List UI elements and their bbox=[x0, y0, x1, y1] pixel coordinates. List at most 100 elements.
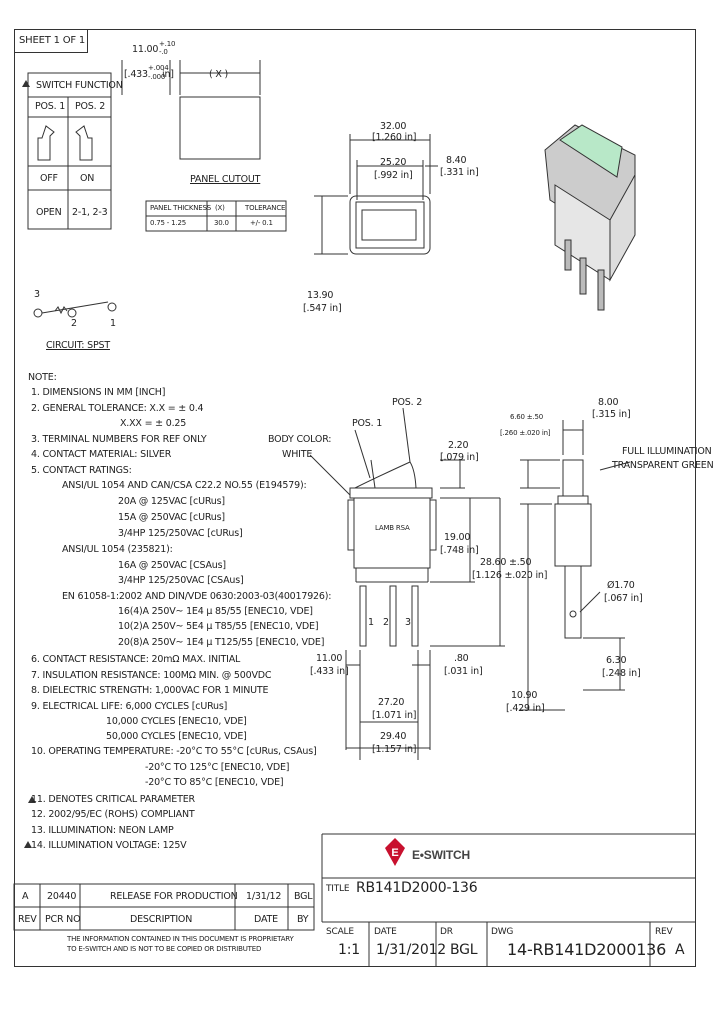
side-pin-2: 2 bbox=[383, 617, 389, 628]
note-line: 10. OPERATING TEMPERATURE: -20°C TO 55°C… bbox=[31, 746, 317, 757]
panel-thickness-value-1: 0.75 - 1.25 bbox=[150, 219, 186, 227]
side-pin-3: 3 bbox=[405, 617, 411, 628]
note-line: 5. CONTACT RATINGS: bbox=[31, 465, 132, 476]
scale-label: SCALE bbox=[326, 927, 354, 937]
rev-header-date: DATE bbox=[254, 914, 278, 925]
rev-label: REV bbox=[655, 927, 673, 937]
top-dim-13-in: [.547 in] bbox=[303, 303, 342, 314]
panel-width-in: [.433 bbox=[124, 69, 148, 80]
panel-width-in-tol-plus: +.004 bbox=[148, 64, 169, 72]
top-dim-25: 25.20 bbox=[380, 157, 407, 168]
note-line: -20°C TO 85°C [ENEC10, VDE] bbox=[145, 777, 284, 788]
note-line: 7. INSULATION RESISTANCE: 100MΩ MIN. @ 5… bbox=[31, 670, 272, 681]
side-dim-2-in: [.079 in] bbox=[440, 452, 479, 463]
circuit-terminal-2: 2 bbox=[71, 318, 77, 329]
panel-thickness-value-3: +/- 0.1 bbox=[250, 219, 273, 227]
switch-3d-render bbox=[544, 124, 636, 311]
end-dim-6-3: 6.30 bbox=[606, 655, 627, 666]
side-pos1: POS. 1 bbox=[352, 418, 383, 429]
rev-row-date: 1/31/12 bbox=[246, 891, 282, 902]
side-dim-27: 27.20 bbox=[378, 697, 405, 708]
side-pin-1: 1 bbox=[368, 617, 374, 628]
scale-value: 1:1 bbox=[338, 942, 360, 958]
note-line: EN 61058-1:2002 AND DIN/VDE 0630:2003-03… bbox=[62, 591, 332, 602]
note-line: 3. TERMINAL NUMBERS FOR REF ONLY bbox=[31, 434, 207, 445]
title-value: RB141D2000-136 bbox=[356, 880, 478, 896]
side-dim-27-in: [1.071 in] bbox=[372, 710, 417, 721]
switch-function-off: OFF bbox=[40, 173, 58, 184]
side-dim-28: 28.60 ±.50 bbox=[480, 557, 532, 568]
note-line: 12. 2002/95/EC (ROHS) COMPLIANT bbox=[31, 809, 195, 820]
switch-function-open: OPEN bbox=[36, 207, 62, 218]
end-dim-8: 8.00 bbox=[598, 397, 619, 408]
panel-width-in-tol-minus: -.000 bbox=[148, 73, 166, 81]
note-line: 16A @ 250VAC [CSAus] bbox=[118, 560, 226, 571]
rev-row-rev: A bbox=[22, 891, 29, 902]
note-line: 20(8)A 250V~ 1E4 μ T125/55 [ENEC10, VDE] bbox=[118, 637, 325, 648]
date-label: DATE bbox=[374, 927, 397, 937]
confidential-line-2: TO E-SWITCH AND IS NOT TO BE COPIED OR D… bbox=[67, 945, 262, 953]
note-line: 11. DENOTES CRITICAL PARAMETER bbox=[31, 794, 195, 805]
panel-width-in-suffix: in] bbox=[162, 69, 174, 80]
top-dim-13: 13.90 bbox=[307, 290, 334, 301]
top-dim-32-in: [1.260 in] bbox=[372, 132, 417, 143]
notes-title: NOTE: bbox=[28, 372, 57, 383]
rev-row-desc: RELEASE FOR PRODUCTION bbox=[110, 891, 238, 902]
dr-value: BGL bbox=[450, 942, 478, 958]
end-dim-8-in: [.315 in] bbox=[592, 409, 631, 420]
rev-row-pcr: 20440 bbox=[47, 891, 77, 902]
note-line: 4. CONTACT MATERIAL: SILVER bbox=[31, 449, 172, 460]
switch-function-title: SWITCH FUNCTION bbox=[36, 80, 123, 91]
top-dim-32: 32.00 bbox=[380, 121, 407, 132]
side-dim-19-in: [.748 in] bbox=[440, 545, 479, 556]
top-dim-8-in: [.331 in] bbox=[440, 167, 479, 178]
note-line: 2. GENERAL TOLERANCE: X.X = ± 0.4 bbox=[31, 403, 204, 414]
top-dim-25-in: [.992 in] bbox=[374, 170, 413, 181]
note-line: 1. DIMENSIONS IN MM [INCH] bbox=[31, 387, 166, 398]
end-dim-dia-in: [.067 in] bbox=[604, 593, 643, 604]
circuit-terminal-1: 1 bbox=[110, 318, 116, 329]
side-dim-11: 11.00 bbox=[316, 653, 343, 664]
note-line: X.XX = ± 0.25 bbox=[120, 418, 187, 429]
side-housing-text: LAMB RSA bbox=[375, 524, 410, 532]
switch-function-pos2: POS. 2 bbox=[75, 101, 106, 112]
drawing-sheet bbox=[14, 29, 696, 967]
dwg-value: 14-RB141D2000136 bbox=[507, 940, 667, 959]
circuit-terminal-3: 3 bbox=[34, 289, 40, 300]
side-dim-29: 29.40 bbox=[380, 731, 407, 742]
note-line: -20°C TO 125°C [ENEC10, VDE] bbox=[145, 762, 290, 773]
end-dim-dia: Ø1.70 bbox=[607, 580, 635, 591]
circuit-label: CIRCUIT: SPST bbox=[46, 340, 110, 351]
panel-width-tol-minus: -.0 bbox=[159, 48, 168, 56]
note-line: 16(4)A 250V~ 1E4 μ 85/55 [ENEC10, VDE] bbox=[118, 606, 313, 617]
top-dim-8: 8.40 bbox=[446, 155, 467, 166]
panel-thickness-header-1: PANEL THICKNESS bbox=[150, 204, 211, 212]
panel-width-dim: 11.00 bbox=[132, 44, 159, 55]
note-line: 3/4HP 125/250VAC [CSAus] bbox=[118, 575, 244, 586]
side-dim-19: 19.00 bbox=[444, 532, 471, 543]
rev-row-by: BGL bbox=[294, 891, 313, 902]
note-line: 13. ILLUMINATION: NEON LAMP bbox=[31, 825, 174, 836]
panel-x-label: ( X ) bbox=[209, 69, 228, 80]
note-line: 20A @ 125VAC [cURus] bbox=[118, 496, 225, 507]
switch-function-terminals: 2-1, 2-3 bbox=[72, 207, 108, 218]
end-full-illum: FULL ILLUMINATION bbox=[622, 446, 712, 457]
side-dim-28-in: [1.126 ±.020 in] bbox=[472, 570, 548, 581]
eswitch-logo-mark: E bbox=[385, 838, 405, 866]
dr-label: DR bbox=[440, 927, 453, 937]
note-line: 14. ILLUMINATION VOLTAGE: 125V bbox=[31, 840, 187, 851]
note-line: 10(2)A 250V~ 5E4 μ T85/55 [ENEC10, VDE] bbox=[118, 621, 319, 632]
end-dim-6-3-in: [.248 in] bbox=[602, 668, 641, 679]
rev-header-by: BY bbox=[297, 914, 309, 925]
side-dim-2: 2.20 bbox=[448, 440, 469, 451]
side-dim-80: .80 bbox=[454, 653, 469, 664]
side-dim-29-in: [1.157 in] bbox=[372, 744, 417, 755]
panel-thickness-header-2: (X) bbox=[215, 204, 225, 212]
sheet-label: SHEET 1 OF 1 bbox=[19, 35, 86, 46]
note-line: 9. ELECTRICAL LIFE: 6,000 CYCLES [cURus] bbox=[31, 701, 228, 712]
rev-header-rev: REV bbox=[18, 914, 37, 925]
title-label: TITLE bbox=[326, 884, 350, 894]
rev-header-desc: DESCRIPTION bbox=[130, 914, 193, 925]
end-dim-10-9: 10.90 bbox=[511, 690, 538, 701]
dwg-label: DWG bbox=[491, 927, 514, 937]
